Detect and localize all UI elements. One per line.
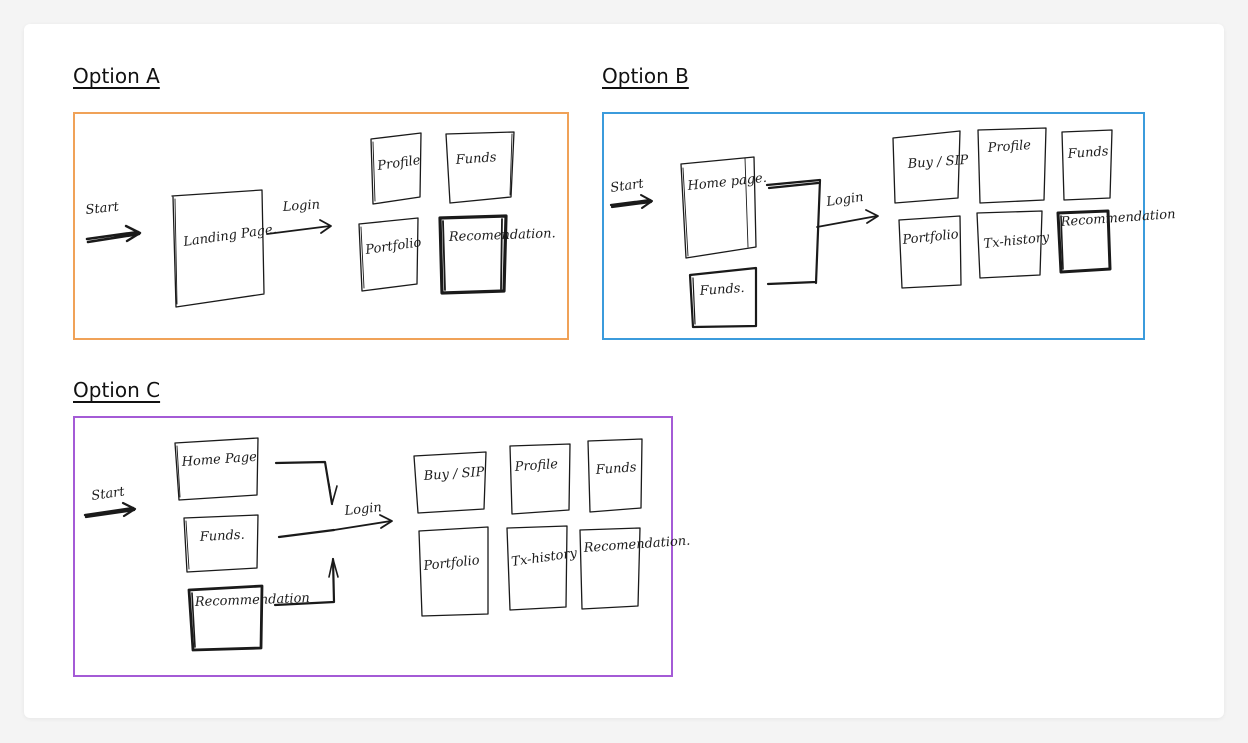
screen-label: Portfolio bbox=[901, 227, 960, 248]
screen-recommendation: Recomendation. bbox=[438, 214, 556, 295]
option-c-heading: Option C bbox=[73, 378, 161, 402]
screen-profile: Profile bbox=[509, 443, 571, 515]
option-b-heading: Option B bbox=[602, 64, 689, 88]
screen-funds-entry: Funds. bbox=[183, 514, 259, 573]
screen-label: Funds bbox=[454, 150, 497, 168]
screen-funds-entry: Funds. bbox=[688, 266, 758, 329]
option-a-heading: Option A bbox=[73, 64, 160, 88]
screen-label: Profile bbox=[375, 153, 421, 174]
screen-recommendation: Recomendation. bbox=[579, 527, 691, 610]
screen-buy-sip: Buy / SIP bbox=[892, 130, 969, 204]
screen-label: Profile bbox=[513, 457, 559, 475]
screen-label: Recomendation. bbox=[582, 534, 691, 556]
start-label: Start bbox=[85, 199, 120, 217]
screen-label: Funds bbox=[594, 460, 637, 478]
screen-portfolio: Portfolio bbox=[418, 526, 489, 617]
screen-funds: Funds bbox=[1061, 129, 1113, 201]
start-label: Start bbox=[609, 176, 645, 196]
screen-label: Funds bbox=[1066, 144, 1109, 162]
login-label: Login bbox=[281, 197, 320, 215]
screen-label: Buy / SIP bbox=[906, 153, 969, 172]
screen-recommendation-entry: Recommendation bbox=[187, 584, 310, 652]
screen-home-page: Home Page bbox=[174, 437, 259, 501]
screen-buy-sip: Buy / SIP bbox=[413, 451, 487, 514]
screen-label: Tx-history bbox=[510, 546, 578, 570]
screen-label: Recomendation. bbox=[448, 226, 556, 245]
screen-label: Buy / SIP bbox=[422, 465, 485, 484]
screen-label: Tx-history bbox=[983, 230, 1051, 252]
screen-tx-history: Tx-history bbox=[506, 525, 579, 611]
login-arrow bbox=[266, 219, 332, 235]
login-label: Login bbox=[824, 190, 864, 210]
option-c-frame bbox=[73, 416, 673, 677]
screen-profile: Profile bbox=[370, 132, 422, 205]
screen-label: Funds. bbox=[698, 281, 745, 299]
screen-funds: Funds bbox=[445, 131, 515, 204]
login-label: Login bbox=[343, 500, 383, 519]
screen-profile: Profile bbox=[977, 127, 1047, 204]
canvas-card bbox=[24, 24, 1224, 718]
screen-label: Profile bbox=[986, 138, 1032, 156]
screen-label: Funds. bbox=[198, 528, 245, 545]
screen-funds: Funds bbox=[587, 438, 643, 513]
option-a-frame bbox=[73, 112, 569, 340]
login-arrow bbox=[273, 460, 393, 607]
start-arrow bbox=[609, 194, 653, 209]
option-b-frame bbox=[602, 112, 1145, 340]
screen-label: Portfolio bbox=[422, 553, 481, 574]
screen-label: Home Page bbox=[180, 450, 257, 470]
start-arrow bbox=[83, 501, 137, 519]
screen-portfolio: Portfolio bbox=[898, 215, 962, 289]
login-arrow bbox=[765, 178, 879, 286]
screen-tx-history: Tx-history bbox=[976, 210, 1051, 279]
start-arrow bbox=[85, 224, 142, 244]
screen-label: Recommendation bbox=[194, 591, 310, 610]
start-label: Start bbox=[90, 484, 126, 504]
